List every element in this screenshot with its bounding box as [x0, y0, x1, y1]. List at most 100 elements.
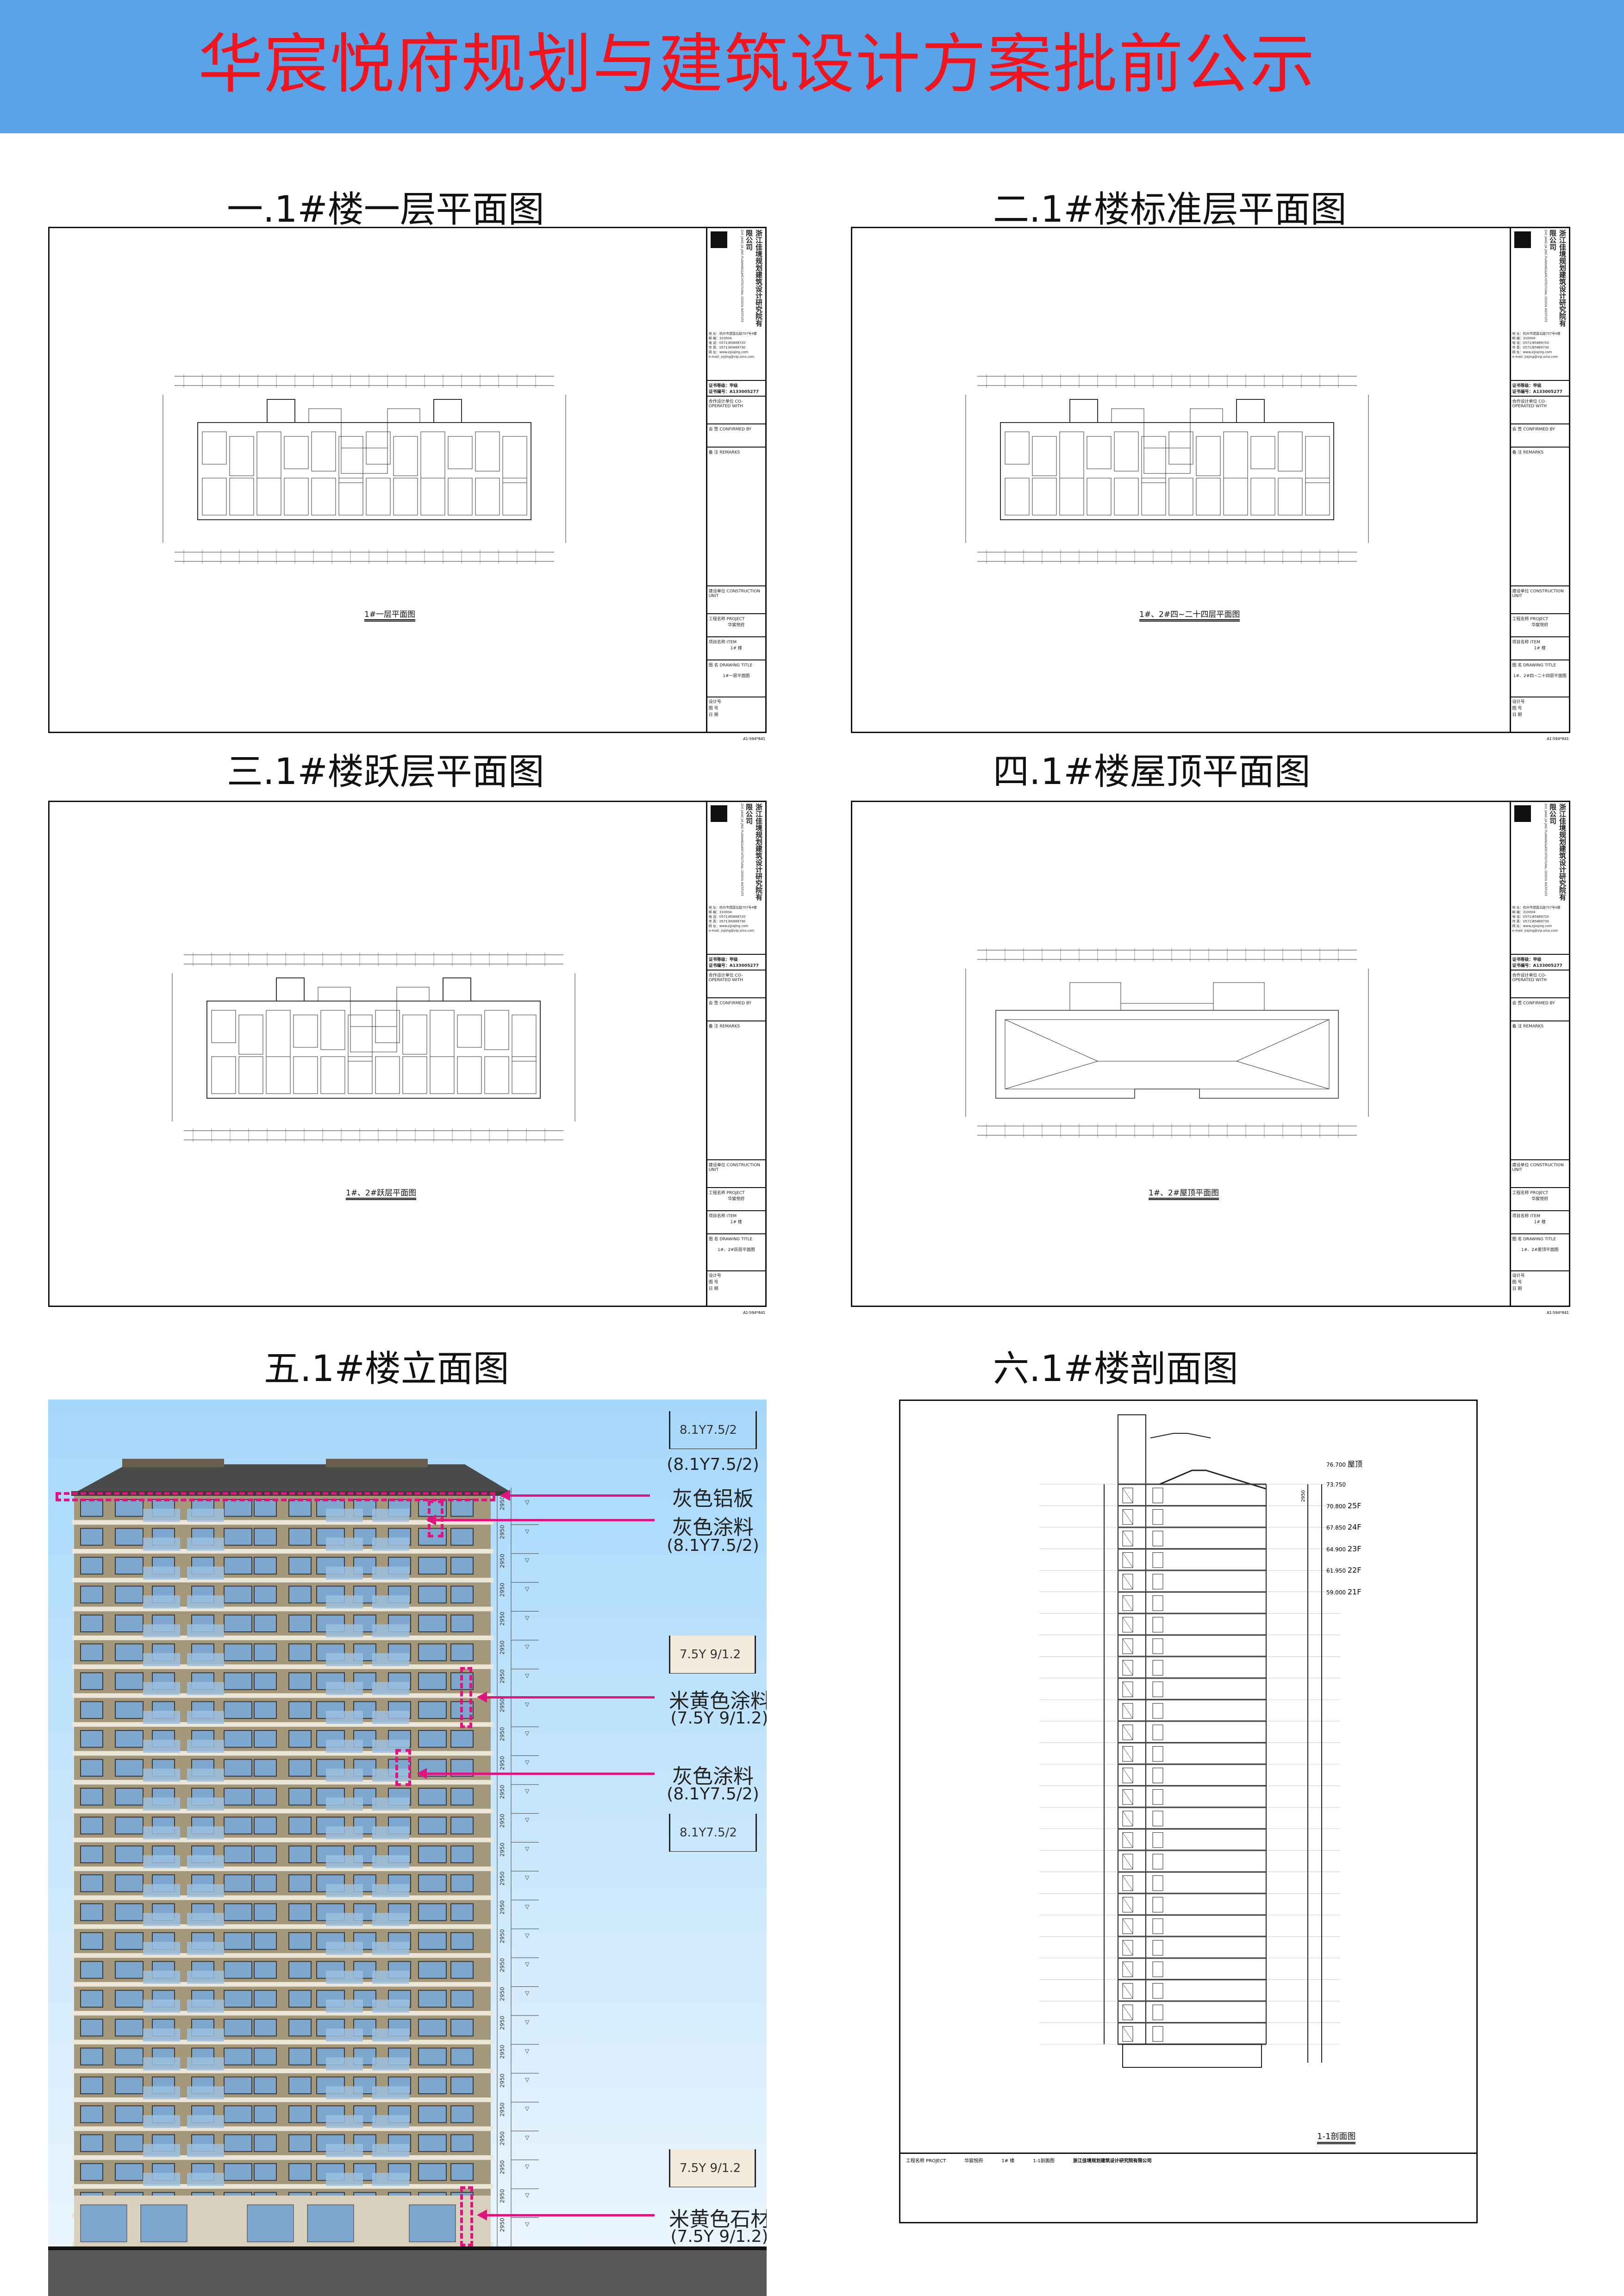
date: 日 期 — [708, 713, 718, 717]
window — [115, 2163, 144, 2181]
svg-text:▽: ▽ — [525, 1788, 530, 1794]
balcony-glass — [326, 1537, 363, 1551]
window — [450, 1586, 474, 1604]
window — [115, 1759, 144, 1777]
confirmed-by: 会 签 CONFIRMED BY — [1511, 424, 1569, 448]
window — [254, 1874, 277, 1892]
drawing-title: 1#、2#四~二十四层平面图 — [1513, 674, 1567, 678]
balcony-glass — [187, 2028, 224, 2042]
color-swatch: 8.1Y7.5/2 — [669, 1814, 757, 1852]
window — [450, 1499, 474, 1517]
window — [254, 1845, 277, 1863]
drawing-no: 图 号 — [708, 706, 718, 711]
window — [288, 1787, 312, 1806]
level-marker: 61.950 22F — [1326, 1566, 1361, 1574]
window — [288, 1499, 312, 1517]
svg-text:2950: 2950 — [499, 1958, 506, 1972]
drawing-caption: 1-1剖面图 — [1317, 2130, 1356, 2144]
window — [80, 1817, 103, 1835]
balcony-glass — [143, 1971, 180, 1984]
floor-band — [72, 1924, 493, 1929]
balcony-glass — [326, 1797, 363, 1811]
color-swatch: 8.1Y7.5/2 — [669, 1411, 757, 1449]
date: 日 期 — [1512, 713, 1522, 717]
fax: 传 真：0571)85889730 — [1512, 920, 1549, 923]
window — [254, 1701, 277, 1719]
balcony-glass — [143, 2144, 180, 2157]
job-no: 设计号 — [708, 700, 721, 704]
window — [254, 2076, 277, 2095]
balcony-glass — [143, 1913, 180, 1926]
svg-text:2950: 2950 — [499, 1785, 506, 1799]
window — [224, 1759, 252, 1777]
window — [450, 1556, 474, 1575]
balcony-glass — [326, 2086, 363, 2099]
window — [224, 1672, 252, 1690]
color-swatch: 7.5Y 9/1.2 — [669, 1636, 756, 1674]
floor-band — [72, 1722, 493, 1727]
balcony-glass — [187, 1855, 224, 1868]
drawing-caption: 1#、2#屋顶平面图 — [1149, 1186, 1219, 1200]
balcony-glass — [372, 1826, 409, 1840]
window — [288, 1586, 312, 1604]
window — [115, 1845, 144, 1863]
cooperated-with: 合作设计单位 CO-OPERATED WITH — [1511, 397, 1569, 424]
balcony-glass — [187, 1941, 224, 1955]
balcony-glass — [372, 2057, 409, 2071]
construction-unit: 建设单位 CONSTRUCTION UNIT — [707, 1160, 765, 1188]
window — [288, 1672, 312, 1690]
balcony-glass — [326, 1999, 363, 2013]
window — [450, 1874, 474, 1892]
confirmed-by: 会 签 CONFIRMED BY — [707, 424, 765, 448]
window — [115, 1701, 144, 1719]
item-name: 1# 楼 — [1534, 646, 1546, 651]
window — [80, 1730, 103, 1748]
email: e-mail: jiajing@vip.sina.com — [1512, 355, 1558, 359]
svg-text:▽: ▽ — [525, 1730, 530, 1736]
window — [224, 1643, 252, 1661]
floor-band — [72, 2010, 493, 2016]
svg-text:▽: ▽ — [525, 1874, 530, 1881]
floor-label: 21F — [1347, 1587, 1362, 1596]
window — [254, 1528, 277, 1546]
balcony-glass — [143, 2086, 180, 2099]
balcony-glass — [326, 1509, 363, 1522]
postcode: 邮 编：310004 — [1512, 336, 1536, 340]
balcony-glass — [143, 1855, 180, 1868]
balcony-glass — [143, 1941, 180, 1955]
item-name: 1# 楼 — [1001, 2159, 1015, 2164]
window — [254, 1499, 277, 1517]
window — [288, 1556, 312, 1575]
title-block: 浙江佳境规划建筑设计研究院有限公司 ZHE JIANG JIA JING PLA… — [1509, 802, 1569, 1306]
job-no: 设计号 — [1512, 700, 1525, 704]
balcony-glass — [326, 1653, 363, 1667]
leader-arrow — [417, 1768, 655, 1779]
svg-text:▽: ▽ — [525, 1557, 530, 1563]
floor-band — [72, 1606, 493, 1612]
balcony-glass — [326, 1884, 363, 1898]
phone: 电 话：0571)85889720 — [1512, 915, 1549, 919]
leader-arrow — [426, 1514, 655, 1525]
svg-text:2950: 2950 — [499, 1756, 506, 1770]
company-name-en: ZHE JIANG JIA JING PLANNING&ARCHITECTURA… — [1544, 803, 1547, 896]
highlight-box — [395, 1749, 411, 1786]
item-label: 项目名称 ITEM — [708, 640, 737, 645]
window — [288, 1614, 312, 1632]
drawing-title-label: 图 名 DRAWING TITLE — [708, 663, 753, 668]
balcony-glass — [372, 1595, 409, 1609]
floor-band — [72, 1693, 493, 1698]
floor-band — [72, 1780, 493, 1785]
balcony-glass — [143, 1884, 180, 1898]
balcony-glass — [372, 1971, 409, 1984]
balcony-glass — [187, 1826, 224, 1840]
floor-band — [72, 1837, 493, 1842]
window — [254, 1932, 277, 1950]
window — [224, 2047, 252, 2066]
svg-text:2950: 2950 — [499, 1842, 506, 1857]
window — [224, 1903, 252, 1921]
level-marker: 64.900 23F — [1326, 1544, 1361, 1553]
balcony-glass — [326, 1913, 363, 1926]
window — [288, 2076, 312, 2095]
company-name: 浙江佳境规划建筑设计研究院有限公司 — [1549, 230, 1567, 327]
svg-text:▽: ▽ — [525, 1701, 530, 1708]
